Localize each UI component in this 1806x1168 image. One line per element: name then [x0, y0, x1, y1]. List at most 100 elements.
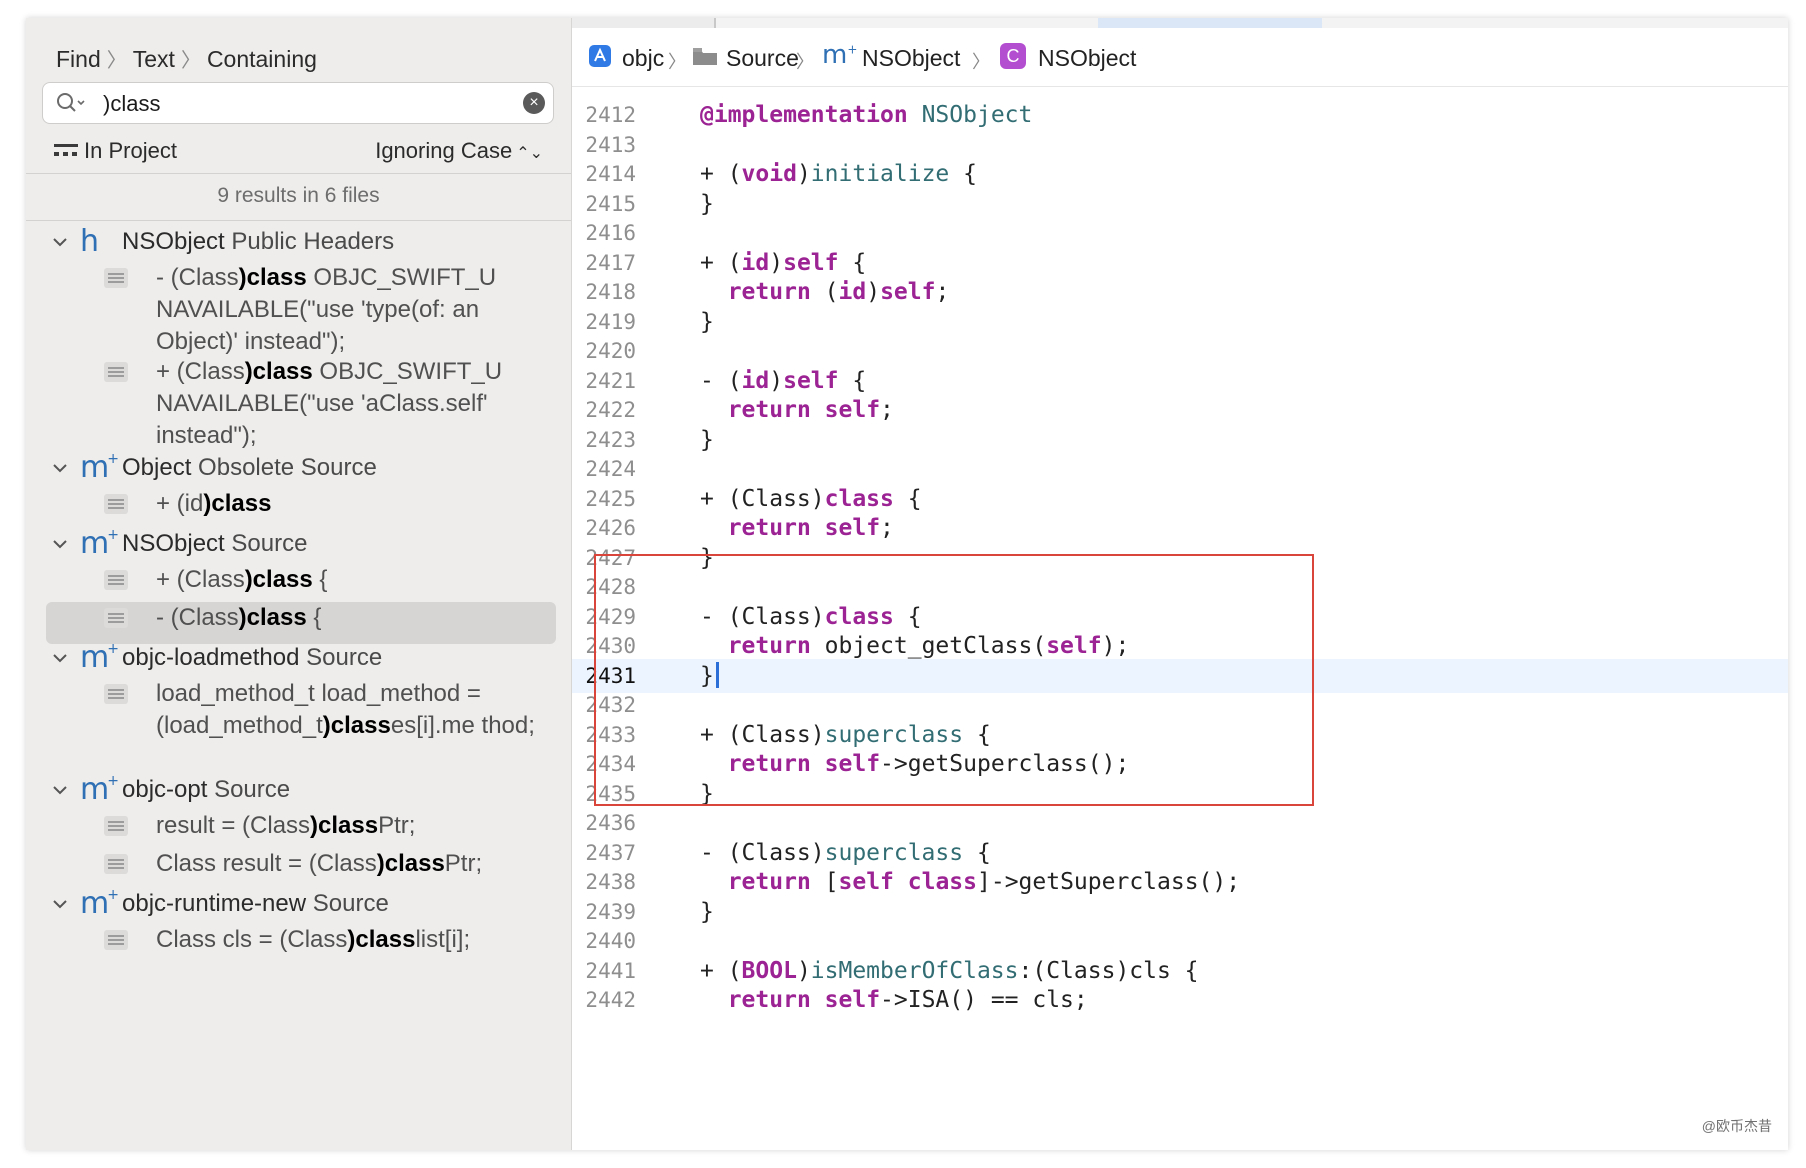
objc-source-file-icon: m+ [80, 526, 119, 561]
text-lines-icon [104, 494, 128, 514]
code-line[interactable]: 2426 return self; [572, 511, 893, 545]
code-text[interactable]: return (id)self; [727, 279, 950, 305]
highlight-box [594, 554, 1314, 806]
code-line[interactable]: 2438 return [self class]->getSuperclass(… [572, 865, 1240, 899]
result-item[interactable]: + (id)class [46, 488, 556, 526]
code-text[interactable]: return self->getSuperclass(); [727, 751, 1130, 777]
code-text[interactable]: return self; [727, 515, 894, 541]
code-line[interactable]: 2424 [572, 452, 672, 486]
code-line[interactable]: 2434 return self->getSuperclass(); [572, 747, 1129, 781]
text-lines-icon [104, 816, 128, 836]
code-text[interactable]: + (void)initialize { [700, 161, 977, 187]
search-input[interactable]: )class [103, 91, 161, 116]
case-mode-popup[interactable]: Ignoring Case⌃⌄ [375, 138, 543, 164]
result-item[interactable]: + (Class)class { [46, 564, 556, 602]
code-text[interactable]: } [700, 544, 714, 571]
code-line[interactable]: 2417+ (id)self { [572, 246, 866, 280]
code-text[interactable]: - (id)self { [700, 367, 867, 394]
code-text[interactable]: + (Class)class { [700, 485, 922, 512]
code-line[interactable]: 2439} [572, 895, 713, 929]
result-item[interactable]: - (Class)class { [46, 602, 556, 644]
code-line[interactable]: 2412@implementation NSObject [572, 98, 1032, 132]
code-text[interactable]: } [700, 308, 714, 335]
code-line[interactable]: 2421- (id)self { [572, 364, 866, 398]
code-line[interactable]: 2429- (Class)class { [572, 600, 921, 634]
text-lines-icon [104, 362, 128, 382]
code-line[interactable]: 2442 return self->ISA() == cls; [572, 983, 1087, 1017]
code-line[interactable]: 2416 [572, 216, 672, 250]
chevron-down-icon[interactable] [50, 458, 70, 478]
find-mode-text[interactable]: Text [132, 46, 175, 72]
jump-bar-folder[interactable]: Source [726, 45, 799, 71]
code-line[interactable]: 2420 [572, 334, 672, 368]
code-text[interactable]: - (Class)class { [700, 603, 922, 630]
code-text[interactable]: + (id)self { [700, 249, 867, 276]
chevron-down-icon[interactable] [50, 232, 70, 252]
result-item[interactable]: result = (Class)classPtr; [46, 810, 556, 848]
code-line[interactable]: 2436 [572, 806, 672, 840]
tab-segment[interactable] [572, 18, 716, 28]
code-line[interactable]: 2430 return object_getClass(self); [572, 629, 1129, 663]
code-line[interactable]: 2425+ (Class)class { [572, 482, 921, 516]
code-line[interactable]: 2418 return (id)self; [572, 275, 949, 309]
code-line[interactable]: 2437- (Class)superclass { [572, 836, 990, 870]
result-text: + (Class)class { [156, 566, 328, 593]
code-line[interactable]: 2435} [572, 777, 713, 811]
code-line[interactable]: 2423} [572, 423, 713, 457]
tab-segment-active[interactable] [1098, 18, 1322, 28]
code-text[interactable]: @implementation NSObject [700, 102, 1033, 128]
result-item[interactable]: Class cls = (Class)classlist[i]; [46, 924, 556, 962]
line-number: 2430 [585, 634, 636, 658]
code-line[interactable]: 2414+ (void)initialize { [572, 157, 977, 191]
code-line[interactable]: 2419} [572, 305, 713, 339]
objc-source-file-icon: m+ [80, 640, 119, 675]
search-icon[interactable] [55, 91, 85, 115]
jump-bar-symbol[interactable]: NSObject [1038, 45, 1137, 71]
code-line[interactable]: 2428 [572, 570, 672, 604]
jump-bar-file[interactable]: NSObject [862, 45, 961, 71]
result-group-name: NSObject Public Headers [122, 228, 395, 255]
find-mode-containing[interactable]: Containing [206, 46, 317, 72]
code-line[interactable]: 2432 [572, 688, 672, 722]
code-text[interactable]: return self->ISA() == cls; [727, 987, 1088, 1013]
search-field[interactable]: )class × [42, 82, 554, 124]
clear-search-icon[interactable]: × [523, 92, 545, 114]
code-line[interactable]: 2415} [572, 187, 713, 221]
result-item[interactable]: Class result = (Class)classPtr; [46, 848, 556, 886]
code-text[interactable]: } [700, 898, 714, 925]
code-line[interactable]: 2441+ (BOOL)isMemberOfClass:(Class)cls { [572, 954, 1198, 988]
line-number: 2439 [585, 899, 636, 924]
chevron-down-icon[interactable] [50, 894, 70, 914]
code-text[interactable]: } [700, 780, 714, 807]
code-text[interactable]: } [700, 659, 1700, 693]
line-number: 2426 [585, 516, 636, 540]
result-item[interactable]: - (Class)class OBJC_SWIFT_U NAVAILABLE("… [46, 262, 556, 362]
jump-bar-project[interactable]: objc [622, 45, 665, 71]
code-text[interactable]: return object_getClass(self); [727, 633, 1130, 659]
code-line[interactable]: 2440 [572, 924, 672, 958]
code-line[interactable]: 2431} [572, 659, 719, 693]
result-item[interactable]: load_method_t load_method = (load_method… [46, 678, 556, 778]
search-scope[interactable]: In Project [54, 138, 177, 164]
code-text[interactable]: } [700, 426, 714, 453]
chevron-down-icon[interactable] [50, 534, 70, 554]
result-text: load_method_t load_method = (load_method… [156, 680, 535, 739]
find-mode-breadcrumb[interactable]: Find〉Text〉Containing [56, 44, 317, 73]
result-item[interactable]: + (Class)class OBJC_SWIFT_U NAVAILABLE("… [46, 356, 556, 456]
chevron-down-icon[interactable] [50, 648, 70, 668]
code-line[interactable]: 2427} [572, 541, 713, 575]
code-line[interactable]: 2433+ (Class)superclass { [572, 718, 990, 752]
code-line[interactable]: 2422 return self; [572, 393, 893, 427]
code-text[interactable]: } [700, 190, 714, 217]
find-mode-find[interactable]: Find [56, 46, 101, 72]
code-text[interactable]: return [self class]->getSuperclass(); [727, 869, 1241, 895]
text-cursor [715, 661, 719, 688]
result-group-name: objc-loadmethod Source [122, 644, 383, 671]
chevron-down-icon[interactable] [50, 780, 70, 800]
code-text[interactable]: return self; [727, 397, 894, 423]
code-text[interactable]: - (Class)superclass { [700, 839, 991, 866]
code-text[interactable]: + (Class)superclass { [700, 721, 991, 748]
code-line[interactable]: 2413 [572, 128, 672, 162]
code-text[interactable]: + (BOOL)isMemberOfClass:(Class)cls { [700, 957, 1199, 984]
